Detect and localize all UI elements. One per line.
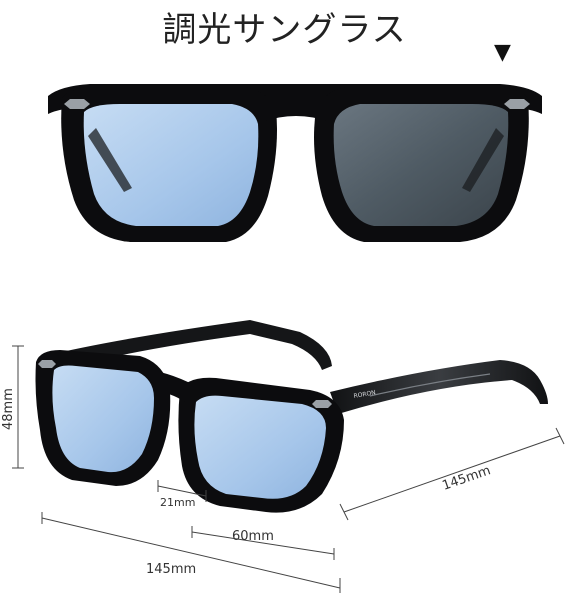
brand-mark: RORON <box>353 389 376 400</box>
dimension-lines <box>12 345 565 593</box>
lens-width-label: 60mm <box>232 529 274 544</box>
angled-right-rivet <box>312 400 332 408</box>
bottom-width-label: 145mm <box>146 562 196 577</box>
front-bridge <box>262 93 330 122</box>
bridge-dimension-line <box>157 485 207 497</box>
height-label: 48mm <box>1 388 16 430</box>
down-arrow-icon: ▼ <box>494 40 511 65</box>
right-width-tick-start <box>339 503 349 521</box>
right-width-tick-end <box>555 427 565 445</box>
bridge-label: 21mm <box>160 496 195 509</box>
angled-bridge <box>160 372 192 404</box>
angled-left-lens <box>52 365 154 473</box>
angled-back-temple <box>44 320 332 370</box>
front-left-temple-shadow <box>88 128 132 192</box>
front-right-temple-shadow <box>462 128 504 192</box>
front-view-glasses <box>48 84 542 242</box>
front-left-lens <box>83 104 259 226</box>
right-width-dimension-line <box>343 435 561 513</box>
bottom-width-dimension-line <box>41 517 341 589</box>
angled-view-glasses: RORON <box>35 320 548 513</box>
angled-near-temple <box>330 360 548 414</box>
angled-right-lens <box>194 395 326 499</box>
angled-left-rivet <box>38 360 56 368</box>
lens-width-dimension-line <box>191 531 335 555</box>
right-width-label: 145mm <box>440 463 492 494</box>
front-right-rivet <box>504 99 530 109</box>
front-right-lens <box>333 104 509 226</box>
product-title: 調光サングラス <box>162 10 407 50</box>
angled-temple-groove <box>369 373 491 397</box>
front-left-rivet <box>64 99 90 109</box>
